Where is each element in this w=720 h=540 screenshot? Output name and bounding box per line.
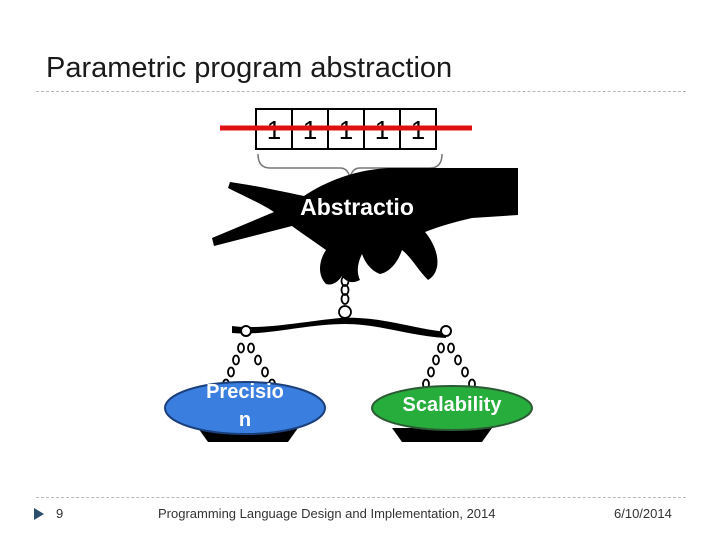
abstraction-label: Abstractio	[300, 194, 414, 220]
scalability-label: Scalability	[402, 394, 502, 416]
triangle-bullet-icon	[34, 508, 44, 520]
left-chains	[222, 342, 276, 390]
beam-end	[240, 325, 252, 337]
bit-vector: 1 1 1 1 1	[220, 108, 472, 179]
precision-label-line1: Precisio	[206, 381, 284, 403]
precision-label-line2: n	[238, 409, 252, 431]
center-chain	[338, 266, 352, 319]
hand-icon	[212, 168, 518, 285]
slide-number: 9	[56, 506, 64, 521]
footer-text: Programming Language Design and Implemen…	[158, 506, 496, 521]
title-divider	[36, 91, 686, 92]
footer-date: 6/10/2014	[614, 506, 672, 521]
precision-pan	[164, 381, 326, 435]
beam-end	[440, 325, 452, 337]
scale-beam	[232, 317, 446, 338]
footer-divider	[36, 497, 686, 498]
precision-label: Precisio n	[170, 378, 320, 440]
slide-title: Parametric program abstraction	[46, 52, 453, 84]
scalability-pan	[371, 385, 533, 431]
right-pan-base	[392, 428, 492, 442]
right-chains	[422, 342, 476, 390]
